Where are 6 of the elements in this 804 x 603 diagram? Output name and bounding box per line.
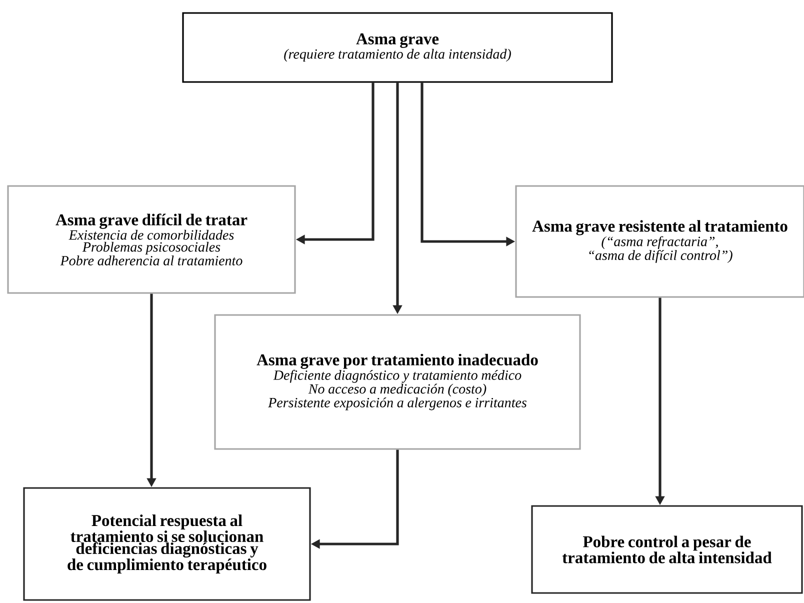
flow-box: Potencial respuesta al tratamiento si se solucionan deficiencias diagnósticas y de cumplimiento terapéutico	[23, 487, 311, 601]
flow-box: Pobre control a pesar de tratamiento de alta intensidad	[531, 505, 803, 594]
flow-box: Asma grave por tratamiento inadecuado Deficiente diagnóstico y tratamiento médico No acceso a medicación (costo) Persistente exposición a alergenos e irritantes	[214, 314, 581, 450]
flow-box: Asma grave difícil de tratar Existencia de comorbilidades Problemas psicosociales Pobre adherencia al tratamiento	[7, 185, 296, 294]
flow-box: Asma grave (requiere tratamiento de alta intensidad)	[182, 12, 613, 83]
flow-box: Asma grave resistente al tratamiento (“asma refractaria”, “asma de difícil control”)	[515, 185, 804, 298]
